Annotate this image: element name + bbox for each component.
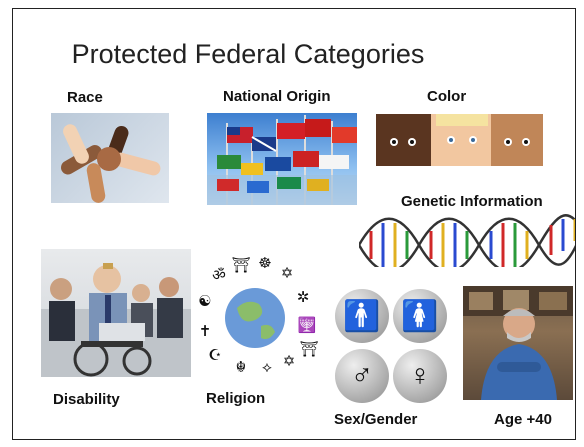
male-symbol-icon: ♂ [335, 349, 389, 403]
yin-yang-icon: ☯ [198, 292, 211, 310]
color-image [376, 114, 543, 166]
female-person-icon: 🚺 [393, 289, 447, 343]
female-symbol-icon: ♀ [393, 349, 447, 403]
shrine-icon: ⛩ [231, 256, 250, 274]
male-person-icon: 🚹 [335, 289, 389, 343]
dna-helix-image [359, 205, 575, 267]
fish-icon: ⟡ [262, 358, 272, 376]
crescent-icon: ☪ [208, 346, 221, 364]
sex-gender-image: 🚹 🚺 ♂ ♀ [331, 289, 451, 409]
label-genetic-information: Genetic Information [401, 193, 543, 210]
religion-image: ॐ ⛩ ☸ ✡ ☯ ✲ ✝ 🕎 ☪ ☬ ⟡ ✡ ⛩ [191, 256, 319, 378]
label-age: Age +40 [494, 411, 552, 428]
age-image [463, 286, 573, 400]
label-color: Color [427, 88, 467, 105]
disability-image [41, 249, 191, 377]
menorah-icon: 🕎 [298, 316, 317, 334]
star-of-david-icon: ✡ [283, 352, 296, 370]
label-race: Race [67, 89, 103, 106]
label-disability: Disability [53, 391, 120, 408]
label-religion: Religion [206, 390, 266, 407]
slide: Protected Federal Categories Race Nation… [12, 8, 576, 440]
om-symbol-icon: ॐ [212, 266, 226, 284]
slide-title: Protected Federal Categories [71, 39, 425, 69]
label-sex-gender: Sex/Gender [334, 411, 418, 428]
flower-icon: ✲ [297, 288, 310, 306]
torii-icon: ⛩ [299, 340, 318, 358]
cross-icon: ✝ [199, 322, 212, 340]
khanda-icon: ☬ [236, 358, 247, 376]
star-icon: ✡ [281, 264, 294, 282]
national-origin-image [207, 113, 357, 205]
dharma-wheel-icon: ☸ [258, 256, 271, 272]
race-image [51, 113, 169, 203]
label-national-origin: National Origin [223, 88, 331, 105]
